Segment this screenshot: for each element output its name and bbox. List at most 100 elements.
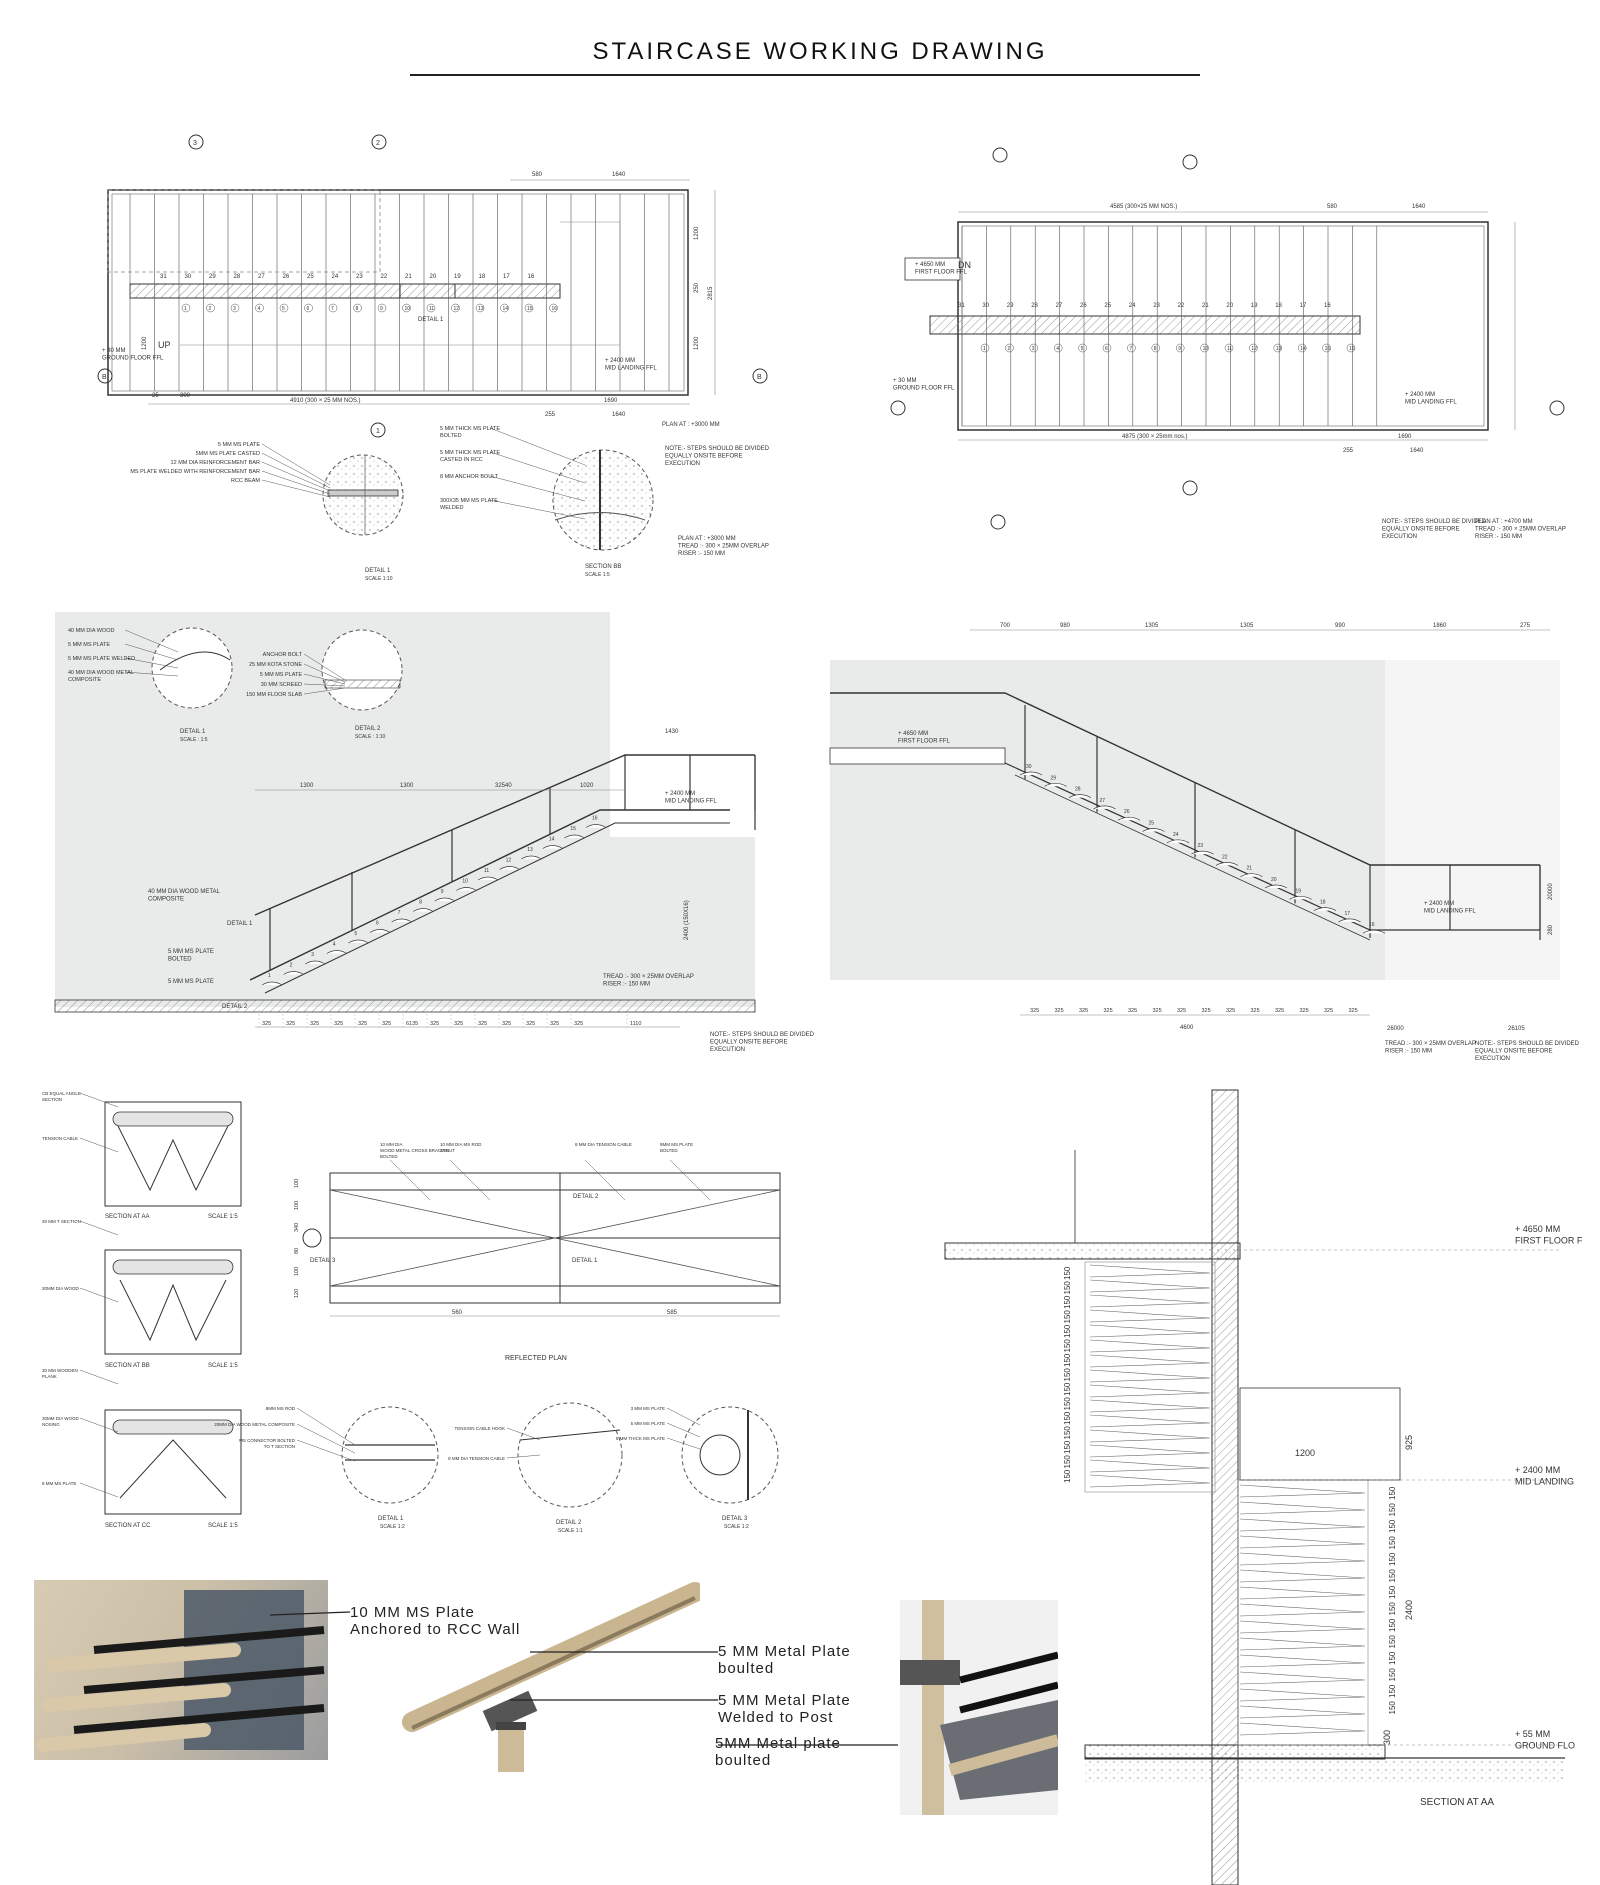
elevation-1-bottom-dim: 325: [262, 1021, 271, 1027]
elevation-2-bottom-dim: 325: [1104, 1008, 1113, 1014]
grid-marker-1: [370, 422, 386, 438]
section-aa-step-lower: [1239, 1484, 1366, 1498]
elevation-2-tread: [1240, 873, 1263, 878]
detail-1-right-label: 5 MM THICK MS PLATE: [440, 426, 500, 432]
section-aa-riser-right: 150: [1388, 1635, 1397, 1649]
section-aa-title: SECTION AT AA: [1420, 1797, 1494, 1808]
plan-1-lower-tread-number: 12: [454, 306, 460, 312]
plan-2-tread-marker: [1102, 343, 1112, 353]
elevation-2-tread: [1313, 907, 1337, 911]
plan-2-grid-3: [992, 147, 1008, 163]
detail-1-left-label: 5 MM MS PLATE: [218, 442, 260, 448]
plan-2-lower-tread-number: 4: [1056, 346, 1059, 352]
elevation-1-tread-number: 15: [570, 826, 576, 832]
plan-1-upper-tread-number: 27: [258, 274, 265, 280]
elevation-1-plate2: 5 MM MS PLATE: [168, 979, 214, 985]
plan-1-tread-marker: [451, 303, 460, 313]
callout-ms-plate-anchored: 10 MM MS Plate Anchored to RCC Wall: [350, 1604, 521, 1638]
plan-1-lower-tread-number: 1: [184, 306, 187, 312]
plan-1-lower-tread-number: 16: [552, 306, 558, 312]
plan-1-up-label: UP: [158, 340, 171, 350]
elevation-2-bottom-dim: 325: [1300, 1008, 1309, 1014]
elevation-2-tread: [1019, 771, 1043, 776]
section-aa-riser-right: 150: [1388, 1602, 1397, 1616]
plan-2-upper-tread-number: 26: [1080, 303, 1087, 309]
section-aa-step-upper: [1089, 1429, 1211, 1443]
plan-1-dim-bottom-d: 255: [545, 412, 556, 418]
elevation-2-tread-number: 23: [1198, 843, 1204, 849]
plan-2-upper-tread-number: 19: [1251, 303, 1258, 309]
elevation-1-tread: [434, 897, 455, 902]
plan-2-upper-tread-number: 29: [1007, 303, 1014, 309]
reflected-left-dim: 100: [294, 1267, 300, 1276]
elevation-2-top-dim: 990: [1335, 623, 1346, 629]
elevation-2-tread-number: 30: [1026, 764, 1032, 770]
plan-2-upper-tread-number: 30: [982, 303, 989, 309]
section-aa-step-upper: [1089, 1474, 1211, 1488]
elevation-1-bottom-dim: 6135: [406, 1021, 418, 1027]
details-row-d1-circle: [341, 1406, 439, 1504]
plan-2-upper-tread-number: 18: [1275, 303, 1282, 309]
grid-marker-2: [371, 134, 387, 150]
elevation-2-total: 4600: [1180, 1025, 1194, 1031]
elevation-1-tread-number: 6: [376, 921, 379, 927]
plan-2-lower-tread-number: 13: [1276, 346, 1282, 352]
elevation-2-bottom-dim: 325: [1349, 1008, 1358, 1014]
elevation-1-tread-number: 5: [354, 931, 357, 937]
elevation-1-tread: [477, 876, 499, 881]
elevation-1-tread-number: 4: [333, 942, 336, 948]
details-row-d3-scale: SCALE 1:2: [724, 1524, 749, 1530]
section-aa-dim-2400: 2400: [1404, 1600, 1414, 1620]
plan-1-dim-right-a: 1200: [694, 226, 700, 240]
elevation-1-bottom-dim: 325: [430, 1021, 439, 1027]
section-aa-step-upper: [1089, 1309, 1211, 1323]
plan-1-lower-tread-number: 14: [503, 306, 509, 312]
elevation-1-d2-scale: SCALE : 1:10: [355, 734, 386, 740]
reflected-left-dim: 120: [294, 1289, 300, 1298]
section-aa-step-lower: [1239, 1552, 1366, 1566]
section-cc-title: SECTION AT CC: [105, 1523, 151, 1529]
section-aa-riser-right: 150: [1388, 1618, 1397, 1632]
elevation-1-tread: [564, 834, 585, 839]
elevation-1-tread: [521, 855, 542, 860]
plan-1-upper-tread-number: 26: [283, 274, 290, 280]
section-aa-step-upper: [1089, 1384, 1211, 1398]
section-aa-riser-left: 150: [1063, 1368, 1072, 1382]
plan-2-beam: [929, 315, 1361, 335]
reflected-label: 8 MM DIA TENSION CABLE: [575, 1142, 632, 1147]
plan-1-dim-left-a: 300: [180, 393, 191, 399]
plan-1-tread-marker: [328, 303, 338, 313]
elevation-1-detail-2: DETAIL 2: [222, 1004, 248, 1010]
elevation-2-bottom-dim: 325: [1251, 1008, 1260, 1014]
section-aa-step-lower: [1239, 1569, 1366, 1583]
elevation-1-tread: [413, 908, 434, 912]
elevation-1-tread-number: 16: [592, 816, 598, 822]
elevation-1-d1-label: 40 MM DIA WOOD: [68, 628, 114, 634]
plan-2-lower-tread-number: 16: [1349, 346, 1355, 352]
reflected-detail-3: DETAIL 3: [310, 1258, 336, 1264]
elevation-2-tread-number: 16: [1369, 922, 1375, 928]
plan-1-lower-tread-number: 9: [380, 306, 383, 312]
plan-1-tread-marker: [402, 303, 411, 313]
plan-1-upper-tread-number: 25: [307, 274, 314, 280]
plan-2-tread-marker: [1297, 343, 1307, 353]
elevation-2-tread-number: 25: [1149, 821, 1155, 827]
plan-2-upper-tread-number: 23: [1153, 303, 1160, 309]
elevation-1-tread: [326, 950, 347, 954]
plan-1-dim-right-c: 1200: [694, 336, 700, 350]
elevation-1-bottom-dim: 325: [478, 1021, 487, 1027]
plan-1-lower-tread-number: 8: [356, 306, 359, 312]
elevation-1-bottom-dim: 325: [310, 1021, 319, 1027]
plan-1-upper-tread-number: 29: [209, 274, 216, 280]
grid-marker-b-right: [752, 368, 768, 384]
callout-metal-plate-welded: 5 MM Metal Plate Welded to Post: [718, 1692, 851, 1726]
details-row-d1-scale: SCALE 1:2: [380, 1524, 405, 1530]
elevation-1-tread: [456, 887, 477, 891]
